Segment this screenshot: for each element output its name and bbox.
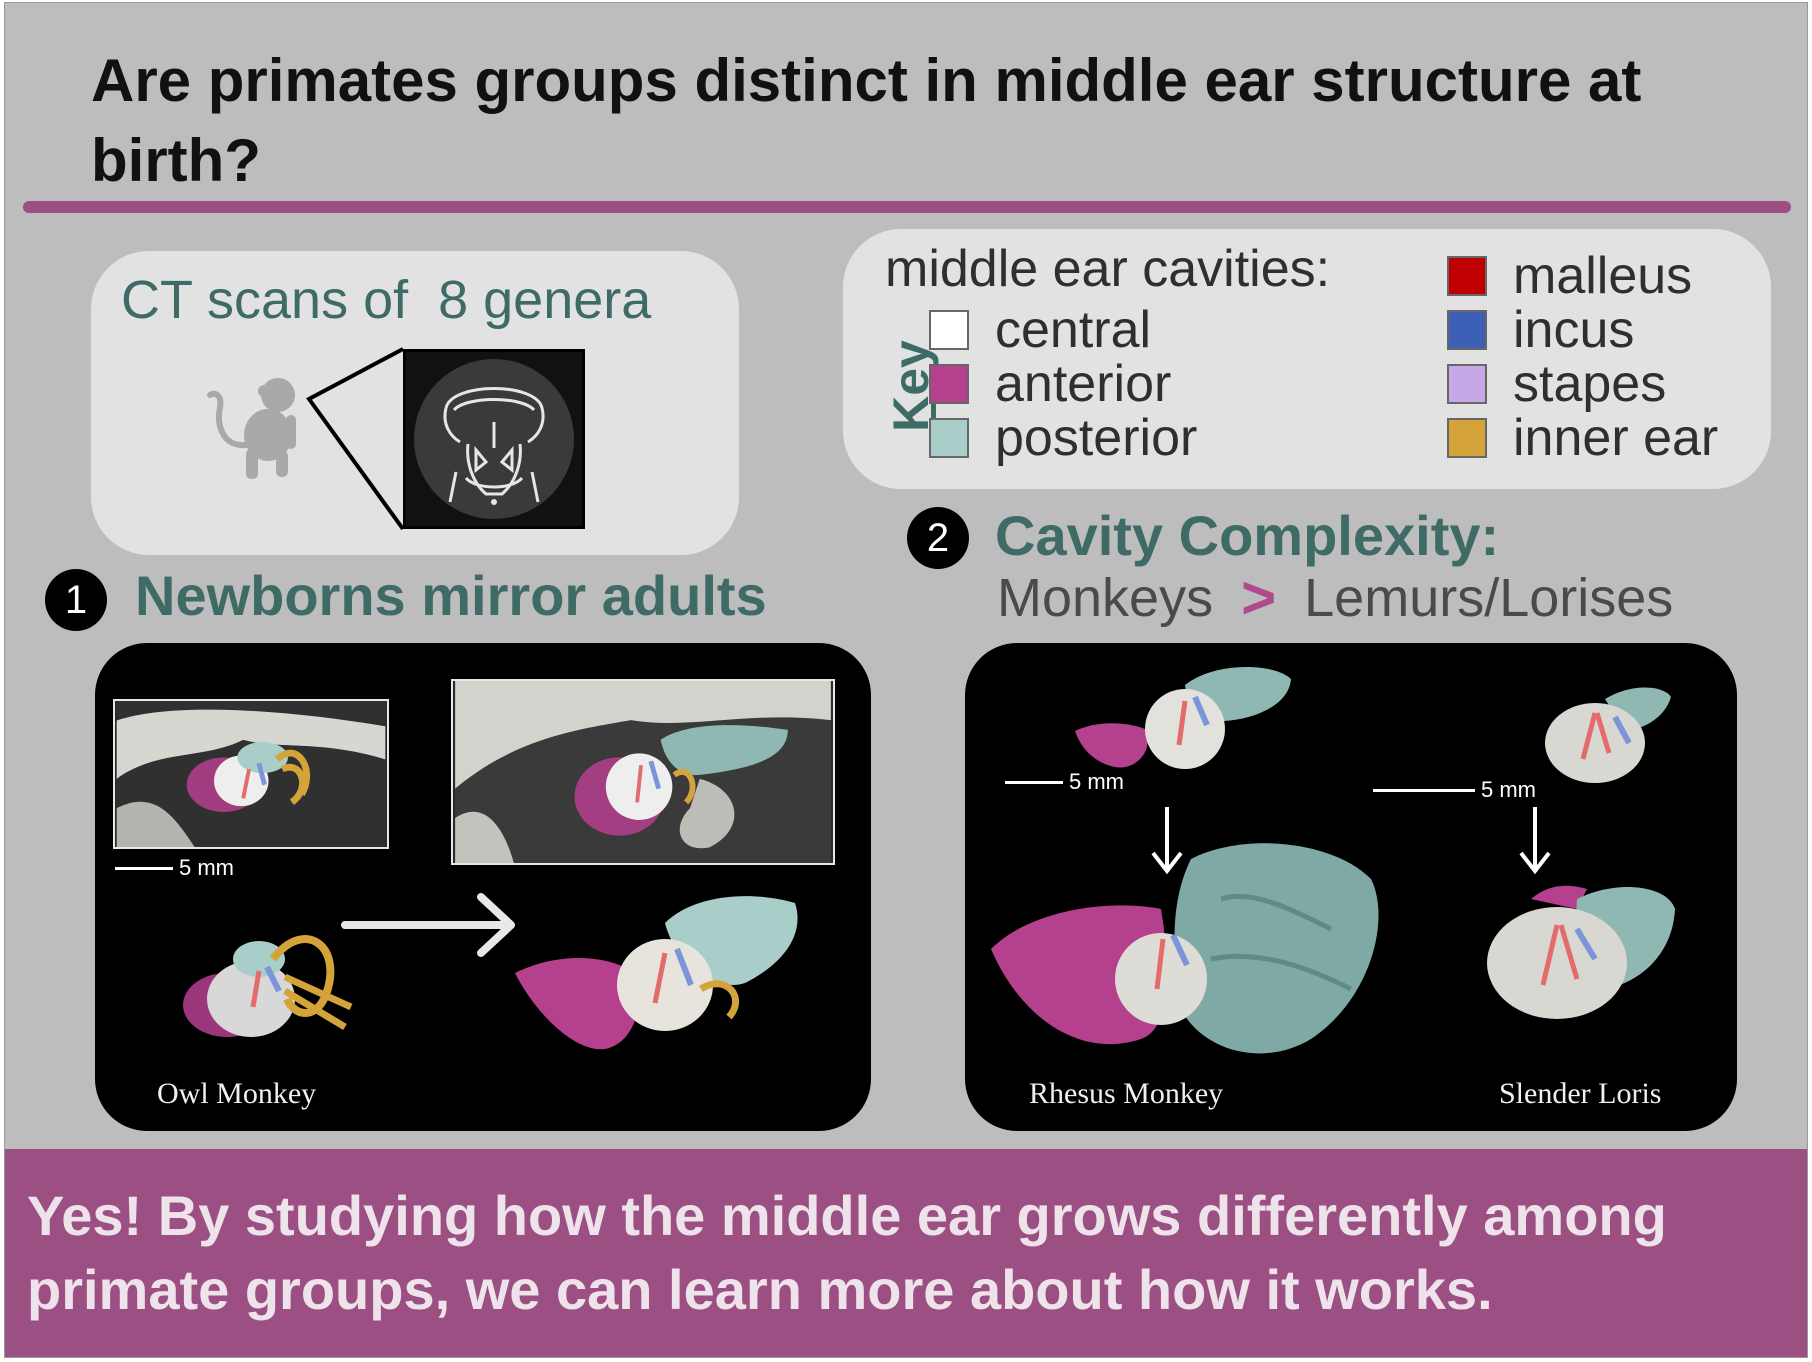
swatch-anterior	[929, 364, 969, 404]
key-label-anterior: anterior	[995, 355, 1172, 413]
scale-label-loris: 5 mm	[1481, 777, 1536, 802]
swatch-central	[929, 310, 969, 350]
loris-newborn-model	[1545, 687, 1671, 783]
title-divider	[23, 201, 1791, 213]
key-label-posterior: posterior	[995, 409, 1198, 467]
growth-arrow-icon	[341, 893, 515, 957]
ct-scans-box: CT scans of 8 genera	[91, 251, 739, 555]
adult-skull-inset	[451, 679, 835, 865]
down-arrow-icon	[1151, 807, 1183, 875]
scale-bar-rhesus: 5 mm	[1005, 769, 1124, 795]
key-label-malleus: malleus	[1513, 247, 1693, 305]
scale-label-rhesus: 5 mm	[1069, 769, 1124, 794]
skull-ct-slice-icon	[403, 349, 585, 529]
conclusion-banner: Yes! By studying how the middle ear grow…	[5, 1149, 1807, 1357]
conclusion-text: Yes! By studying how the middle ear grow…	[27, 1184, 1667, 1321]
greater-than-icon: >	[1241, 564, 1277, 631]
section-2-heading: Cavity Complexity:	[995, 504, 1500, 567]
page-title: Are primates groups distinct in middle e…	[91, 47, 1642, 194]
monkey-silhouette-icon	[206, 371, 316, 481]
comparison-right-term: Lemurs/Lorises	[1304, 567, 1674, 628]
section-1-badge: 1	[45, 569, 107, 631]
key-label-stapes: stapes	[1513, 355, 1667, 413]
loris-adult-model	[1487, 885, 1675, 1019]
panel-cavity-complexity: 5 mm 5 mm Rhesus Monkey Slender L	[965, 643, 1737, 1131]
complexity-comparison: Monkeys > Lemurs/Lorises	[997, 563, 1673, 632]
section-1-heading: Newborns mirror adults	[135, 564, 767, 627]
rhesus-adult-model	[991, 843, 1379, 1054]
newborn-ear-model	[183, 935, 353, 1037]
swatch-malleus	[1447, 256, 1487, 296]
species-label-owl-monkey: Owl Monkey	[157, 1077, 317, 1110]
scale-bar-owl: 5 mm	[115, 855, 234, 881]
key-label-central: central	[995, 301, 1152, 359]
key-item-inner-ear: inner ear	[1447, 409, 1719, 467]
key-item-stapes: stapes	[1447, 355, 1667, 413]
comparison-left-term: Monkeys	[997, 567, 1214, 628]
rhesus-newborn-model	[1075, 666, 1291, 769]
key-label-incus: incus	[1513, 301, 1635, 359]
swatch-posterior	[929, 418, 969, 458]
swatch-inner-ear	[1447, 418, 1487, 458]
cavities-title: middle ear cavities:	[885, 240, 1331, 298]
ct-scans-label: CT scans of 8 genera	[121, 270, 652, 330]
color-key: Key middle ear cavities: central anterio…	[843, 229, 1771, 489]
section-2-badge: 2	[907, 507, 969, 569]
swatch-incus	[1447, 310, 1487, 350]
panel-owl-monkey: 5 mm Owl Monkey	[95, 643, 871, 1131]
key-item-posterior: posterior	[929, 409, 1198, 467]
species-label-rhesus-monkey: Rhesus Monkey	[1029, 1077, 1224, 1110]
scale-bar-loris: 5 mm	[1373, 777, 1536, 803]
graphical-abstract: Are primates groups distinct in middle e…	[4, 2, 1808, 1358]
key-item-incus: incus	[1447, 301, 1635, 359]
down-arrow-icon	[1519, 807, 1551, 875]
key-label-inner-ear: inner ear	[1513, 409, 1719, 467]
swatch-stapes	[1447, 364, 1487, 404]
key-item-central: central	[929, 301, 1152, 359]
key-item-anterior: anterior	[929, 355, 1172, 413]
scale-label-owl: 5 mm	[179, 855, 234, 880]
key-item-malleus: malleus	[1447, 247, 1693, 305]
species-label-slender-loris: Slender Loris	[1499, 1077, 1662, 1110]
zoom-lines	[306, 347, 405, 531]
newborn-skull-inset	[113, 699, 389, 849]
adult-ear-model	[515, 896, 798, 1050]
